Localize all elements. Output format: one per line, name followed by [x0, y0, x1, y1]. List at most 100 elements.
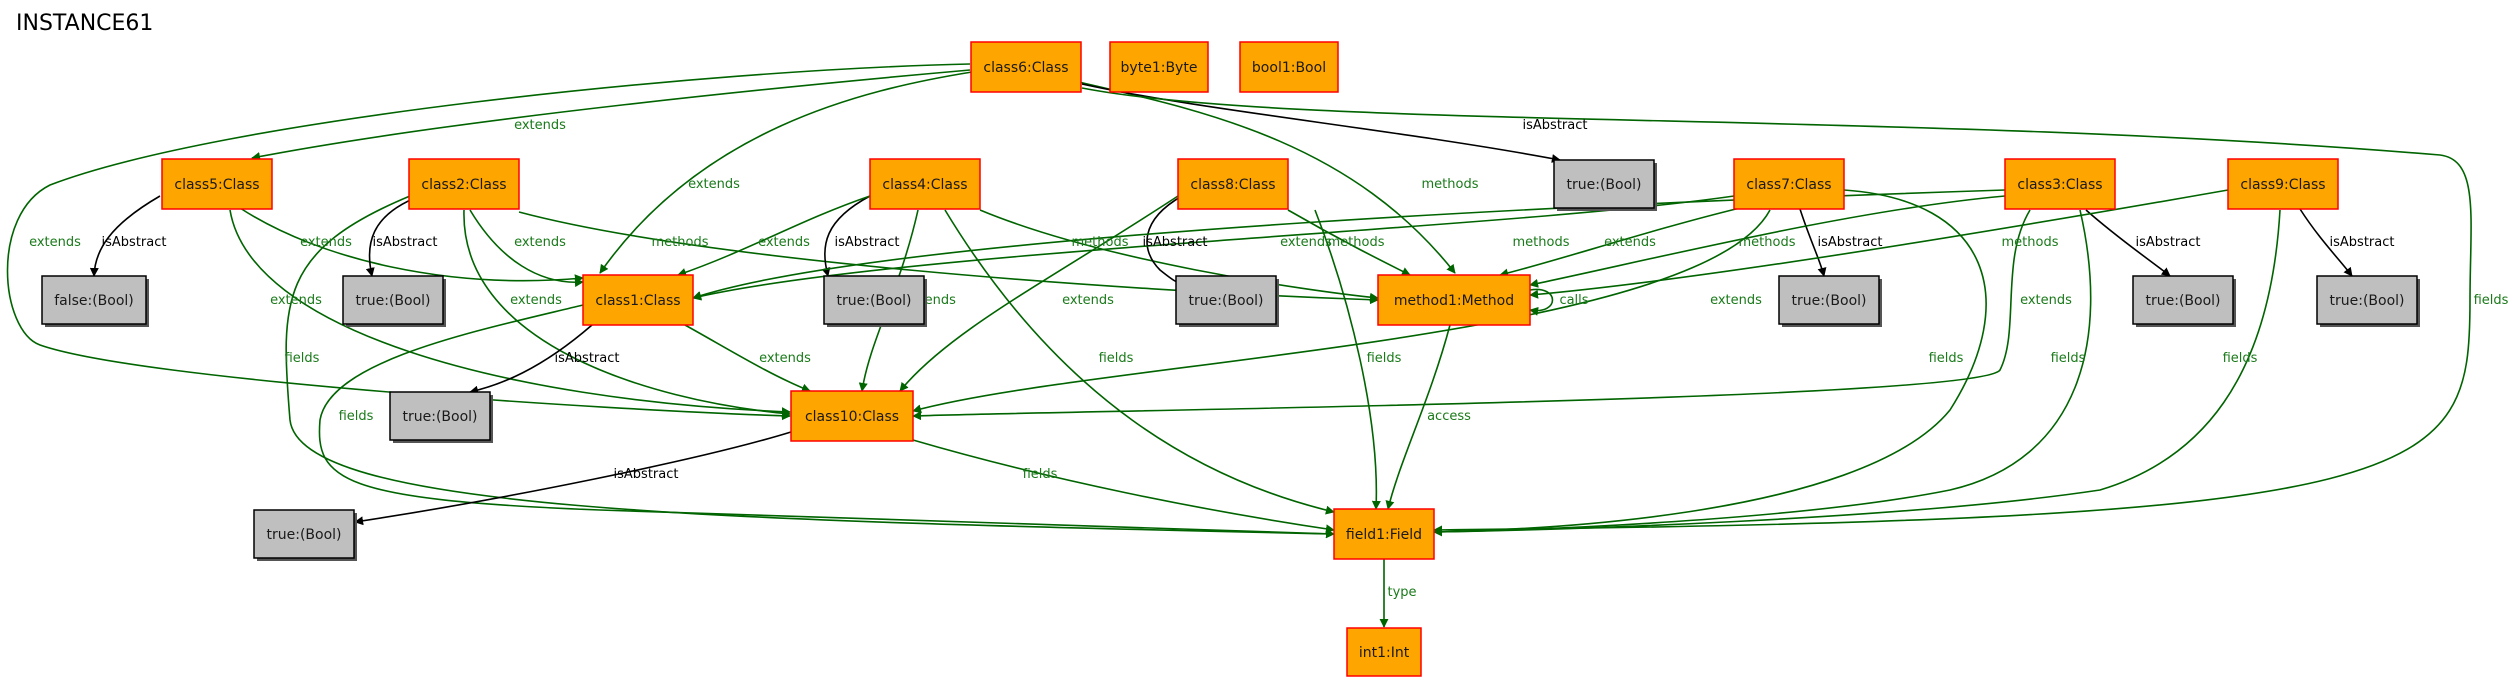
node-class1: class1:Class: [582, 274, 694, 326]
edge-label-c9-field1-fields: fields: [2223, 351, 2258, 366]
node-class6: class6:Class: [970, 41, 1082, 93]
node-label-b_c4: true:(Bool): [837, 293, 912, 309]
node-box-b_c5: [41, 275, 147, 325]
edge-label-c2-field1-fields: fields: [285, 351, 320, 366]
edge-label-c7-class1-extends: extends: [1280, 235, 1332, 250]
node-label-b_c8: true:(Bool): [1189, 293, 1264, 309]
edge-label-c4-field1-fields: fields: [1099, 351, 1134, 366]
node-box-class5: [161, 158, 273, 210]
edge-c6-isabstract: [1081, 83, 1561, 163]
node-class8: class8:Class: [1177, 158, 1289, 210]
node-byte1: byte1:Byte: [1109, 41, 1209, 93]
edge-label-c7-class10-extends: extends: [1710, 293, 1762, 308]
node-label-class10: class10:Class: [805, 409, 899, 425]
node-method1: method1:Method: [1377, 274, 1531, 326]
edge-c9-b-isabstract: [2299, 208, 2353, 277]
node-b_c3: true:(Bool): [2132, 275, 2236, 327]
node-box-b_c2: [342, 275, 444, 325]
edge-label-c6-field1-fields: fields: [2474, 293, 2509, 308]
edge-label-c2-class1-extends: extends: [514, 235, 566, 250]
edge-c6-class1-extends: [599, 71, 973, 274]
diagram-title: INSTANCE61: [16, 11, 153, 36]
edge-label-c3-class10-extends: extends: [2020, 293, 2072, 308]
node-box-class3: [2004, 158, 2116, 210]
edge-label-c8-b-isabstract: isAbstract: [1143, 235, 1208, 250]
node-label-b_c3: true:(Bool): [2146, 293, 2221, 309]
edge-label-field1-int1-type: type: [1387, 585, 1416, 600]
edge-c4-b-isabstract: [821, 195, 871, 277]
edge-label-c2-b-isabstract: isAbstract: [373, 235, 438, 250]
node-class4: class4:Class: [869, 158, 981, 210]
edge-label-c1-field1-fields: fields: [339, 409, 374, 424]
edge-c5-b-isabstract: [89, 195, 161, 277]
node-label-class2: class2:Class: [421, 177, 506, 193]
node-label-b_c6: true:(Bool): [1567, 177, 1642, 193]
node-box-byte1: [1109, 41, 1209, 93]
edge-c4-field1-fields: [944, 209, 1335, 515]
edge-c4-method1-methods: [979, 209, 1379, 302]
edge-c6-class5-extends: [251, 69, 971, 161]
node-label-method1: method1:Method: [1394, 293, 1514, 309]
node-field1: field1:Field: [1333, 508, 1435, 560]
edge-c3-field1-fields: [1433, 209, 2092, 537]
node-label-b_c2: true:(Bool): [356, 293, 431, 309]
edge-label-c8-method1-methods: methods: [1328, 235, 1385, 250]
node-label-class3: class3:Class: [2017, 177, 2102, 193]
edge-c3-method1-methods: [1529, 195, 2006, 288]
node-box-b_c7: [1778, 275, 1880, 325]
node-b_c5: false:(Bool): [41, 275, 149, 327]
node-b_c6: true:(Bool): [1553, 159, 1657, 211]
node-label-class4: class4:Class: [882, 177, 967, 193]
node-label-class6: class6:Class: [983, 60, 1068, 76]
node-box-class6: [970, 41, 1082, 93]
edge-label-c5-b-isabstract: isAbstract: [102, 235, 167, 250]
node-label-b_c1: true:(Bool): [403, 409, 478, 425]
node-label-byte1: byte1:Byte: [1121, 60, 1198, 76]
edge-label-c2-class10-extends: extends: [510, 293, 562, 308]
node-label-class7: class7:Class: [1746, 177, 1831, 193]
edge-c4-class1-extends: [677, 195, 871, 277]
edge-c3-isabstract: [2085, 209, 2171, 277]
node-box-class4: [869, 158, 981, 210]
node-b_c8: true:(Bool): [1175, 275, 1279, 327]
edge-label-c5-class10-extends: extends: [270, 293, 322, 308]
node-box-class9: [2227, 158, 2339, 210]
edge-c10-b-isabstract: [354, 431, 792, 526]
node-box-b_c9: [2316, 275, 2418, 325]
edge-label-c6-method1-methods: methods: [1422, 177, 1479, 192]
node-label-b_c10: true:(Bool): [267, 527, 342, 543]
node-class2: class2:Class: [408, 158, 520, 210]
node-label-b_c9: true:(Bool): [2330, 293, 2405, 309]
edge-c2-field1-fields: [285, 195, 1335, 539]
edge-m1-field1-access: [1385, 324, 1451, 510]
node-b_c4: true:(Bool): [823, 275, 927, 327]
node-class3: class3:Class: [2004, 158, 2116, 210]
node-b_c7: true:(Bool): [1778, 275, 1882, 327]
edge-c1-b-isabstract: [469, 324, 593, 395]
edge-label-c1-b-isabstract: isAbstract: [555, 351, 620, 366]
node-box-class1: [582, 274, 694, 326]
edge-label-c10-b-isabstract: isAbstract: [614, 467, 679, 482]
edge-label-c4-method1-methods: methods: [1072, 235, 1129, 250]
node-box-b_c10: [253, 509, 355, 559]
edge-label-m1-field1-access: access: [1427, 409, 1471, 424]
edges-layer: [6, 63, 2472, 628]
edge-label-c6-class1-extends: extends: [688, 177, 740, 192]
node-b_c9: true:(Bool): [2316, 275, 2420, 327]
node-class10: class10:Class: [790, 390, 914, 442]
node-box-class10: [790, 390, 914, 442]
node-box-method1: [1377, 274, 1531, 326]
edge-c7-method1-methods: [1499, 207, 1741, 278]
node-box-b_c1: [389, 391, 491, 441]
edge-c7-b-isabstract: [1799, 208, 1827, 277]
node-box-b_c4: [823, 275, 925, 325]
node-b_c10: true:(Bool): [253, 509, 357, 561]
edge-label-c8-class10-extends: extends: [1062, 293, 1114, 308]
node-label-int1: int1:Int: [1359, 645, 1410, 661]
node-class5: class5:Class: [161, 158, 273, 210]
node-label-class5: class5:Class: [174, 177, 259, 193]
node-box-class8: [1177, 158, 1289, 210]
edge-c7-class10-extends: [912, 209, 1771, 414]
edge-label-c3-field1-fields: fields: [2051, 351, 2086, 366]
